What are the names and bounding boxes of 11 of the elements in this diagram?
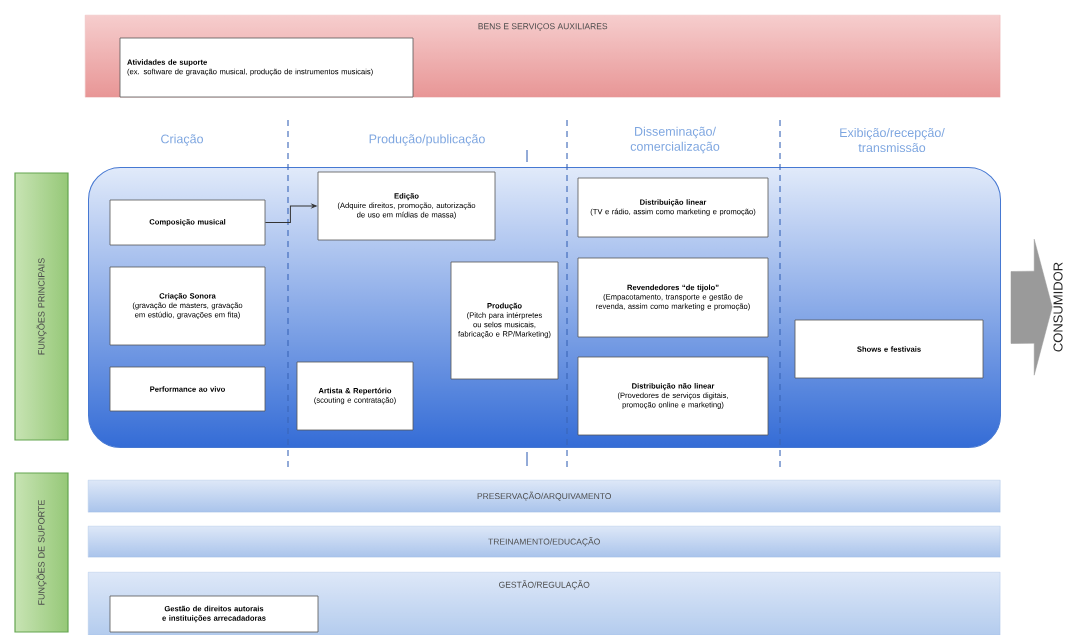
arrow [264, 204, 317, 223]
column-heading: Disseminação/ comercialização [630, 126, 720, 154]
column-heading: Produção/publicação [369, 134, 485, 146]
column-heading: Criação [161, 134, 203, 146]
column-heading: Exibição/recepção/ transmissão [840, 127, 945, 153]
block-arrow [1010, 238, 1053, 376]
band: TREINAMENTO/EDUCAÇÃO [88, 526, 1001, 558]
side-tab: FUNÇÕES DE SUPORTE [14, 472, 69, 633]
band: PRESERVAÇÃO/ARQUIVAMENTO [88, 480, 1001, 513]
consumer-label: CONSUMIDOR [1053, 262, 1063, 352]
side-tab: FUNÇÕES PRINCIPAIS [14, 172, 69, 441]
